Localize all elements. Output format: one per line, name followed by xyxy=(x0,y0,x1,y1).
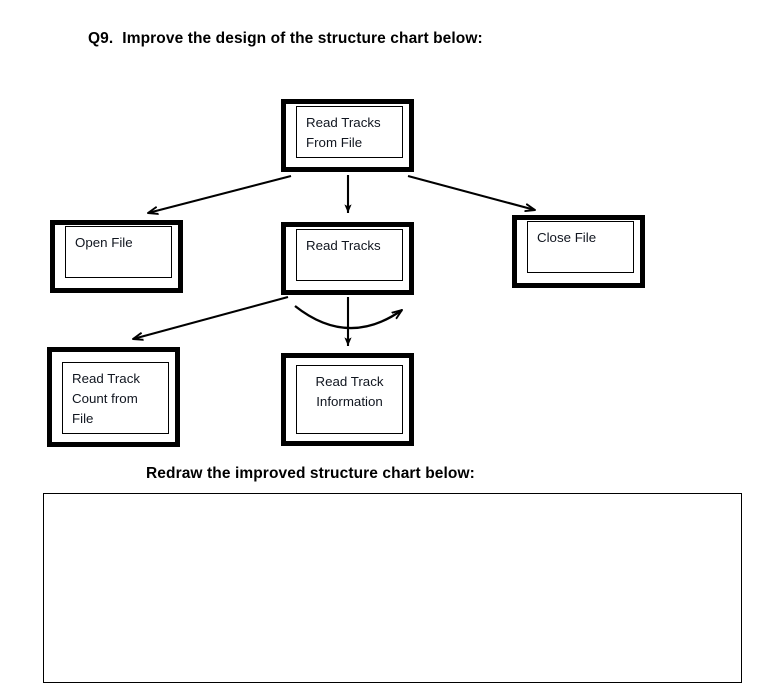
structure-chart-connectors xyxy=(0,174,770,346)
module-label: Close File xyxy=(537,230,597,245)
module-close-file[interactable]: Close File xyxy=(512,215,645,288)
answer-area[interactable] xyxy=(43,493,742,683)
module-inner-frame: Read Tracks From File xyxy=(296,106,403,158)
module-inner-frame: Read Tracks xyxy=(296,229,403,281)
module-inner-frame: Open File xyxy=(65,226,172,278)
module-read-tracks-from-file[interactable]: Read Tracks From File xyxy=(281,99,414,172)
module-inner-frame: Read Track Information xyxy=(296,365,403,434)
module-read-track-count-from-file[interactable]: Read Track Count from File xyxy=(47,347,180,447)
redraw-prompt: Redraw the improved structure chart belo… xyxy=(146,465,475,482)
page-title: Q9. Improve the design of the structure c… xyxy=(88,30,483,48)
module-read-tracks[interactable]: Read Tracks xyxy=(281,222,414,295)
module-label: Read Track Count from File xyxy=(72,371,140,426)
module-inner-frame: Close File xyxy=(527,221,634,273)
module-label: Read Track Information xyxy=(315,374,384,409)
module-label: Read Tracks From File xyxy=(306,115,381,150)
edge-top-to-open-file xyxy=(148,174,292,213)
edge-top-to-close-file xyxy=(407,174,535,210)
question-text: Improve the design of the structure char… xyxy=(122,30,483,47)
edge-read-tracks-to-count xyxy=(133,295,289,339)
edge-data-couple-return xyxy=(294,305,402,330)
module-label: Open File xyxy=(75,235,133,250)
module-read-track-information[interactable]: Read Track Information xyxy=(281,353,414,446)
structure-chart: Read Tracks From File Open File Read Tra… xyxy=(0,99,770,447)
module-open-file[interactable]: Open File xyxy=(50,220,183,293)
module-inner-frame: Read Track Count from File xyxy=(62,362,169,434)
module-label: Read Tracks xyxy=(306,238,381,253)
question-number: Q9. xyxy=(88,30,114,47)
